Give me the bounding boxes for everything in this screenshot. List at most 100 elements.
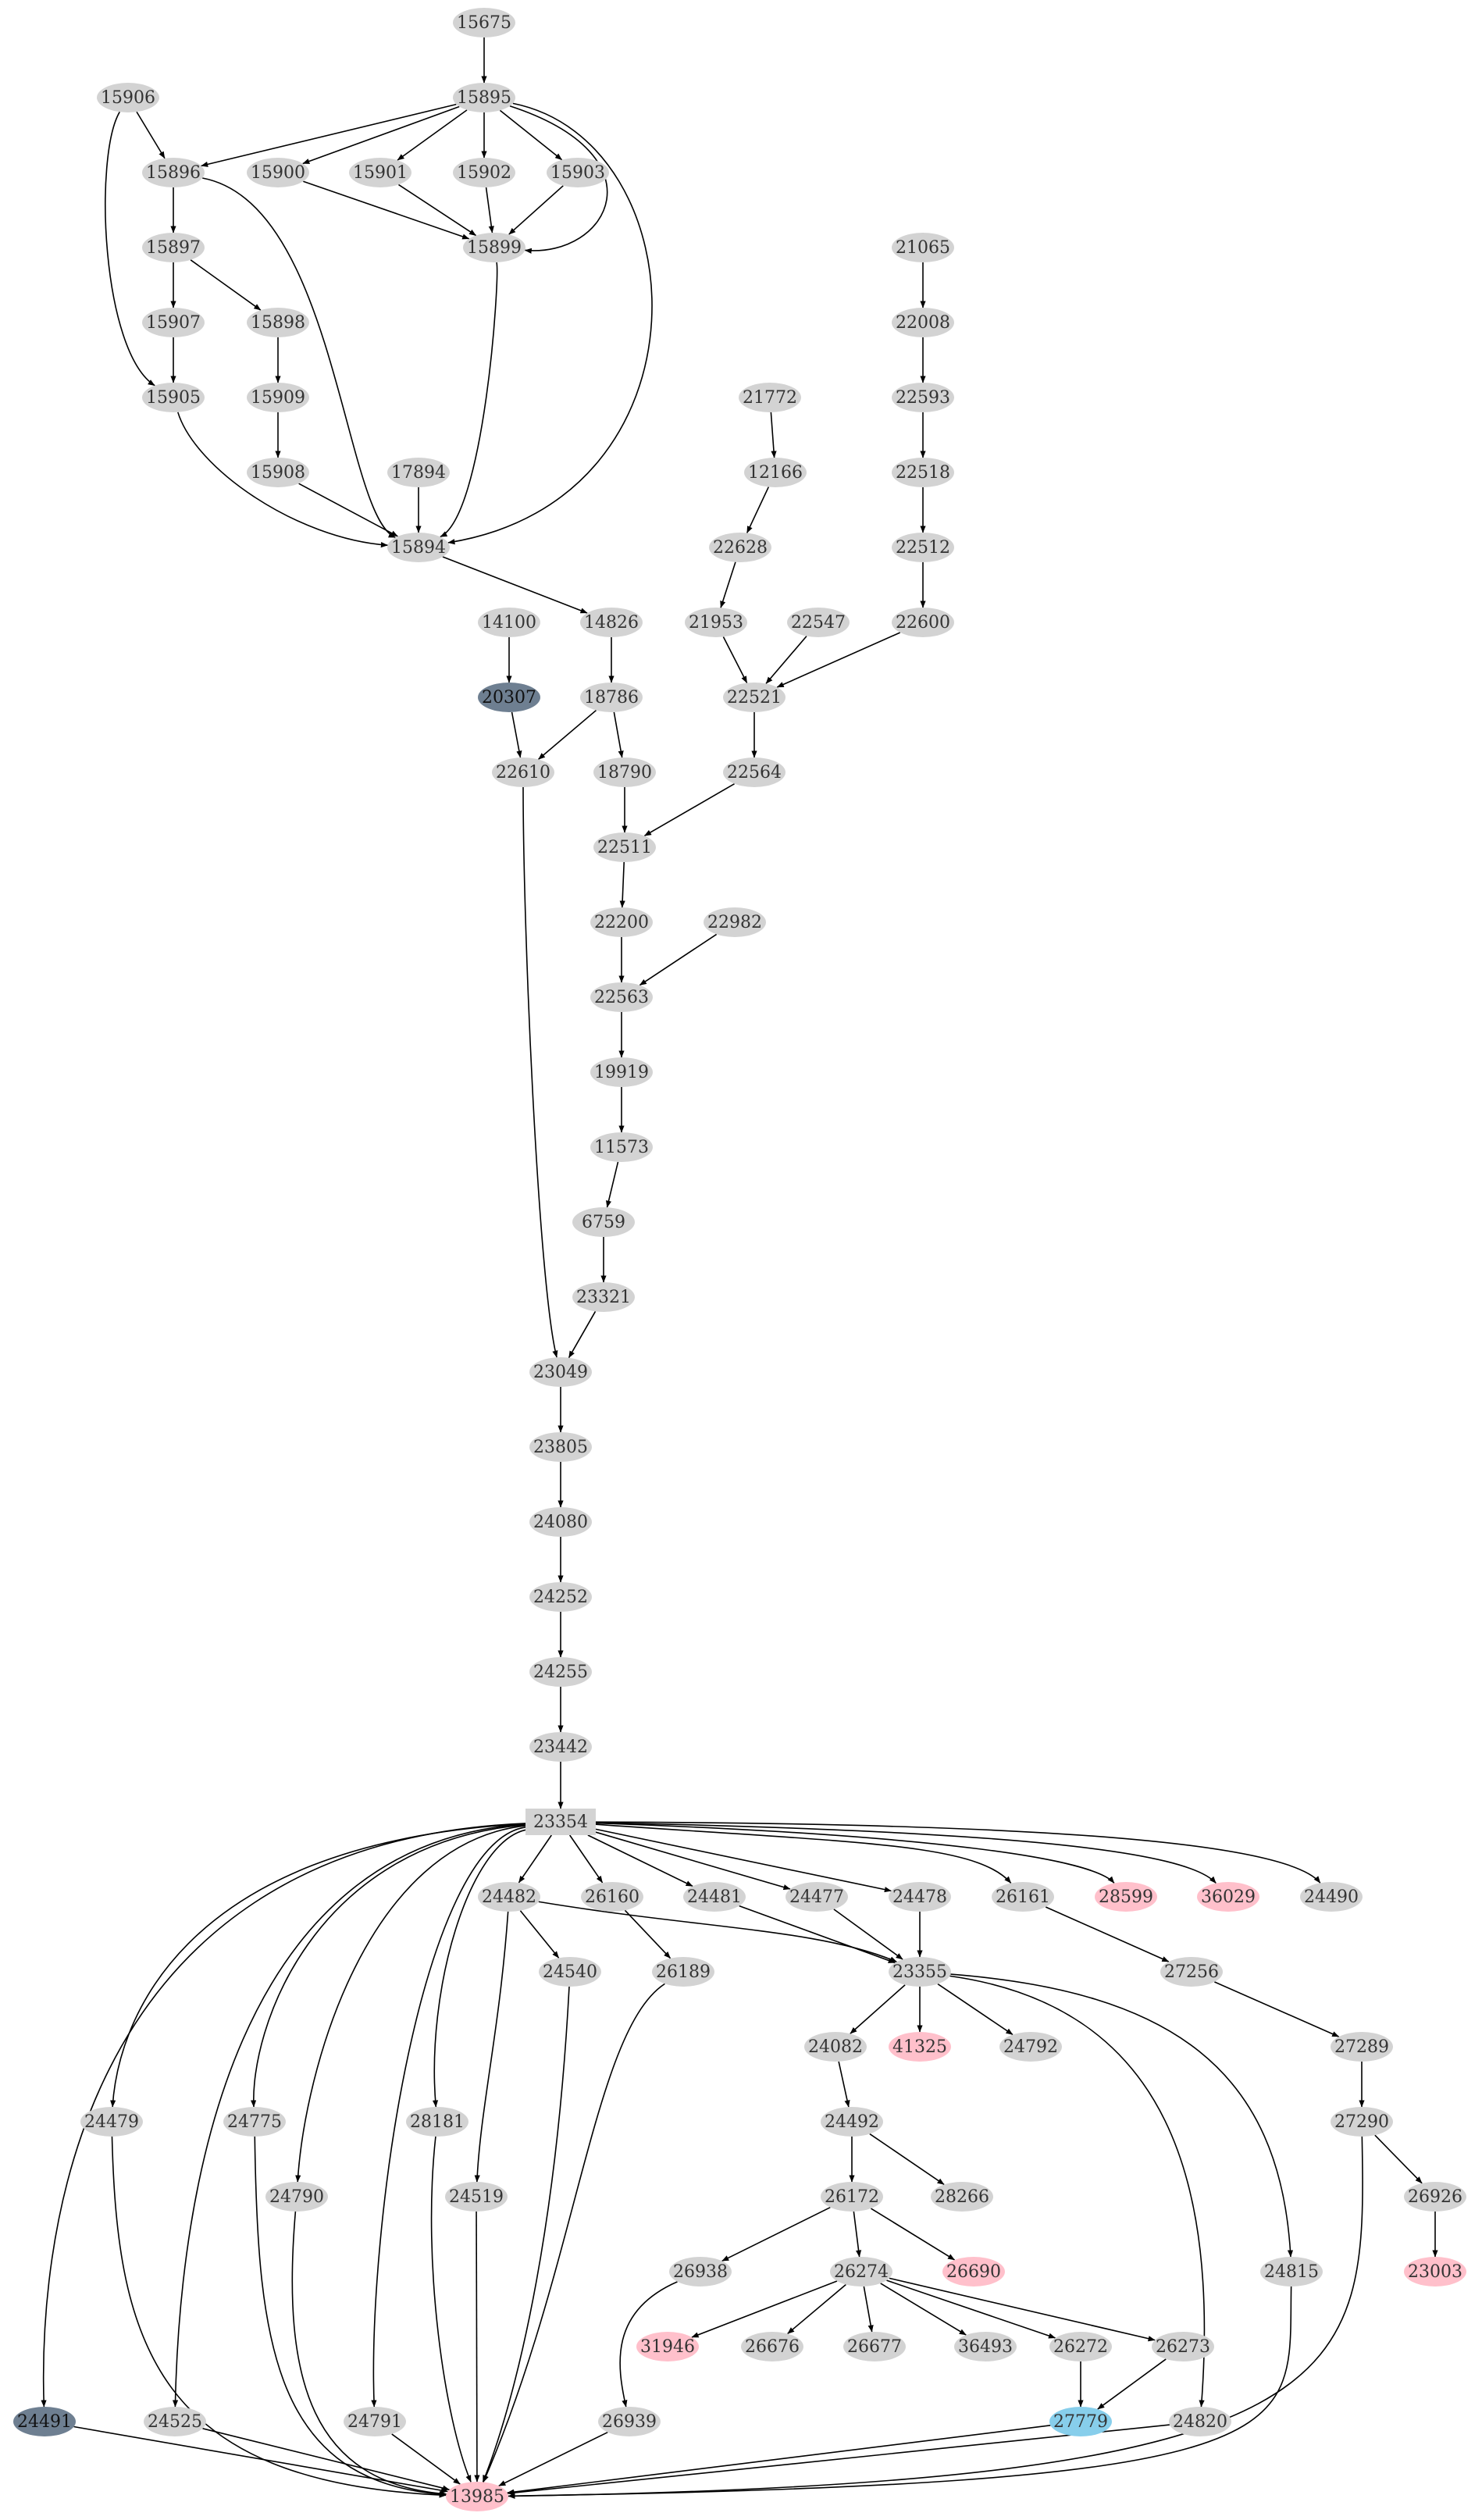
node-15901[interactable]: 15901	[349, 158, 411, 187]
node-23354[interactable]: 23354	[525, 1809, 596, 1835]
node-23805[interactable]: 23805	[529, 1432, 592, 1462]
node-41325[interactable]: 41325	[889, 2032, 951, 2062]
node-24080[interactable]: 24080	[529, 1507, 592, 1537]
node-22982[interactable]: 22982	[704, 907, 766, 937]
node-15908[interactable]: 15908	[247, 458, 309, 487]
node-22008[interactable]: 22008	[892, 308, 954, 337]
node-15894[interactable]: 15894	[387, 533, 450, 562]
node-14100[interactable]: 14100	[478, 608, 540, 637]
node-24477[interactable]: 24477	[786, 1882, 848, 1912]
node-20307[interactable]: 20307	[478, 683, 540, 712]
node-26939[interactable]: 26939	[598, 2407, 661, 2436]
node-22564[interactable]: 22564	[723, 757, 786, 787]
node-15899[interactable]: 15899	[463, 233, 525, 262]
node-23442[interactable]: 23442	[529, 1732, 592, 1762]
node-24792[interactable]: 24792	[999, 2032, 1062, 2062]
node-11573[interactable]: 11573	[590, 1132, 653, 1162]
node-24490[interactable]: 24490	[1300, 1882, 1363, 1912]
node-18786[interactable]: 18786	[580, 683, 643, 712]
node-15900[interactable]: 15900	[247, 158, 309, 187]
node-15905[interactable]: 15905	[142, 383, 205, 412]
node-26172[interactable]: 26172	[821, 2182, 883, 2212]
node-26273[interactable]: 26273	[1152, 2332, 1214, 2361]
node-12166[interactable]: 12166	[744, 458, 807, 487]
edge-layer	[41, 37, 1438, 2499]
node-21772[interactable]: 21772	[739, 383, 801, 412]
node-22511[interactable]: 22511	[593, 832, 656, 862]
node-26676[interactable]: 26676	[741, 2332, 803, 2361]
node-26161[interactable]: 26161	[992, 1882, 1054, 1912]
node-23355[interactable]: 23355	[889, 1957, 951, 1987]
node-15895[interactable]: 15895	[453, 83, 515, 112]
node-22628[interactable]: 22628	[709, 533, 771, 562]
node-28599[interactable]: 28599	[1095, 1882, 1157, 1912]
node-13985[interactable]: 13985	[446, 2482, 508, 2511]
node-24482[interactable]: 24482	[478, 1882, 540, 1912]
node-15907[interactable]: 15907	[142, 308, 205, 337]
node-24481[interactable]: 24481	[683, 1882, 746, 1912]
node-22593[interactable]: 22593	[892, 383, 954, 412]
node-15906[interactable]: 15906	[97, 83, 159, 112]
node-24820[interactable]: 24820	[1169, 2407, 1231, 2436]
node-26690[interactable]: 26690	[942, 2257, 1005, 2287]
node-21065[interactable]: 21065	[892, 233, 954, 262]
node-36029[interactable]: 36029	[1197, 1882, 1259, 1912]
node-24255[interactable]: 24255	[529, 1657, 592, 1687]
node-15898[interactable]: 15898	[247, 308, 309, 337]
node-24479[interactable]: 24479	[80, 2107, 143, 2137]
node-24775[interactable]: 24775	[223, 2107, 286, 2137]
node-36493[interactable]: 36493	[954, 2332, 1017, 2361]
node-6759[interactable]: 6759	[572, 1207, 635, 1237]
node-23321[interactable]: 23321	[572, 1282, 635, 1312]
node-24525[interactable]: 24525	[144, 2407, 206, 2436]
node-22518[interactable]: 22518	[892, 458, 954, 487]
node-27779[interactable]: 27779	[1049, 2407, 1112, 2436]
node-24791[interactable]: 24791	[344, 2407, 406, 2436]
node-24790[interactable]: 24790	[265, 2182, 328, 2212]
node-22600[interactable]: 22600	[892, 608, 954, 637]
node-19919[interactable]: 19919	[590, 1057, 653, 1087]
node-24478[interactable]: 24478	[889, 1882, 951, 1912]
node-17894[interactable]: 17894	[387, 458, 450, 487]
node-24815[interactable]: 24815	[1260, 2257, 1323, 2287]
node-label: 22610	[496, 763, 550, 782]
node-22610[interactable]: 22610	[492, 757, 554, 787]
node-27290[interactable]: 27290	[1331, 2107, 1393, 2137]
node-24540[interactable]: 24540	[539, 1957, 601, 1987]
node-27256[interactable]: 27256	[1160, 1957, 1223, 1987]
node-28181[interactable]: 28181	[406, 2107, 468, 2137]
node-15675[interactable]: 15675	[453, 8, 515, 37]
node-22512[interactable]: 22512	[892, 533, 954, 562]
node-18790[interactable]: 18790	[593, 757, 656, 787]
node-26189[interactable]: 26189	[652, 1957, 714, 1987]
node-23003[interactable]: 23003	[1404, 2257, 1466, 2287]
node-15896[interactable]: 15896	[142, 158, 205, 187]
node-22200[interactable]: 22200	[590, 907, 653, 937]
node-26926[interactable]: 26926	[1404, 2182, 1466, 2212]
node-26274[interactable]: 26274	[830, 2257, 892, 2287]
node-26272[interactable]: 26272	[1049, 2332, 1112, 2361]
node-28266[interactable]: 28266	[931, 2182, 993, 2212]
node-22547[interactable]: 22547	[787, 608, 850, 637]
node-15903[interactable]: 15903	[547, 158, 609, 187]
node-shape	[804, 2032, 867, 2062]
node-27289[interactable]: 27289	[1331, 2032, 1393, 2062]
node-15909[interactable]: 15909	[247, 383, 309, 412]
node-24492[interactable]: 24492	[821, 2107, 883, 2137]
node-24491[interactable]: 24491	[13, 2407, 76, 2436]
node-26160[interactable]: 26160	[581, 1882, 643, 1912]
node-15897[interactable]: 15897	[142, 233, 205, 262]
node-22521[interactable]: 22521	[723, 683, 786, 712]
node-14826[interactable]: 14826	[580, 608, 643, 637]
node-26677[interactable]: 26677	[843, 2332, 906, 2361]
edge-24791-to-13985	[391, 2433, 461, 2485]
node-21953[interactable]: 21953	[685, 608, 747, 637]
node-31946[interactable]: 31946	[636, 2332, 699, 2361]
node-26938[interactable]: 26938	[669, 2257, 732, 2287]
node-23049[interactable]: 23049	[529, 1357, 592, 1387]
node-24519[interactable]: 24519	[445, 2182, 508, 2212]
node-15902[interactable]: 15902	[453, 158, 515, 187]
node-22563[interactable]: 22563	[590, 982, 653, 1012]
node-24252[interactable]: 24252	[529, 1582, 592, 1612]
node-24082[interactable]: 24082	[804, 2032, 867, 2062]
